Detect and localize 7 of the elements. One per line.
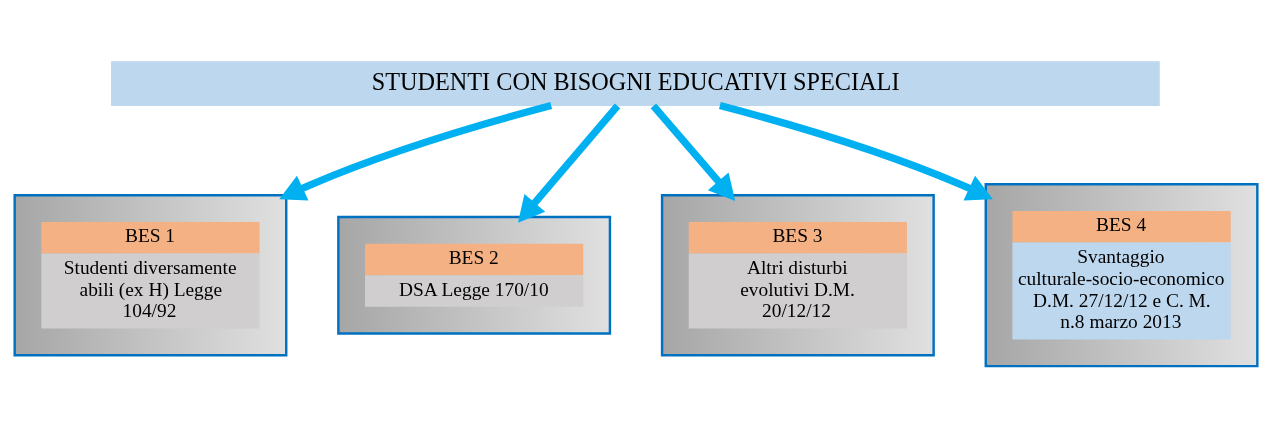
arrow <box>650 102 736 201</box>
node-box: BES 1 Studenti diversamente abili (ex H) Legge 104/92 <box>13 193 288 356</box>
node-box: BES 4 Svantaggio culturale-socio-economico D.M. 27/12/12 e C. M. n.8 marzo 2013 <box>984 182 1259 367</box>
node-box: BES 3 Altri disturbi evolutivi D.M. 20/12/12 <box>660 193 935 356</box>
node-box: BES 2 DSA Legge 170/10 <box>337 215 612 335</box>
arrow <box>517 103 621 223</box>
node-box: STUDENTI CON BISOGNI EDUCATIVI SPECIALI <box>111 60 1160 106</box>
